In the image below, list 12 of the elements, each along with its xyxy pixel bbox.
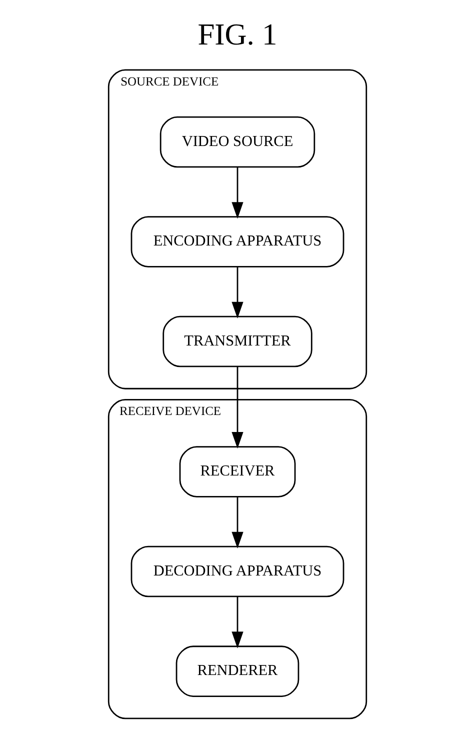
- node-box: ENCODING APPARATUS: [130, 216, 344, 268]
- arrow: [231, 596, 243, 648]
- arrow: [231, 497, 243, 549]
- node-box: RECEIVER: [178, 446, 296, 498]
- arrow: [231, 267, 243, 319]
- arrow: [231, 366, 243, 449]
- node-box: VIDEO SOURCE: [159, 116, 315, 168]
- arrow: [231, 167, 243, 219]
- node-box: TRANSMITTER: [162, 316, 312, 368]
- node-box: DECODING APPARATUS: [130, 546, 344, 598]
- diagram-title: FIG. 1: [197, 17, 277, 52]
- node-box: RENDERER: [175, 646, 299, 697]
